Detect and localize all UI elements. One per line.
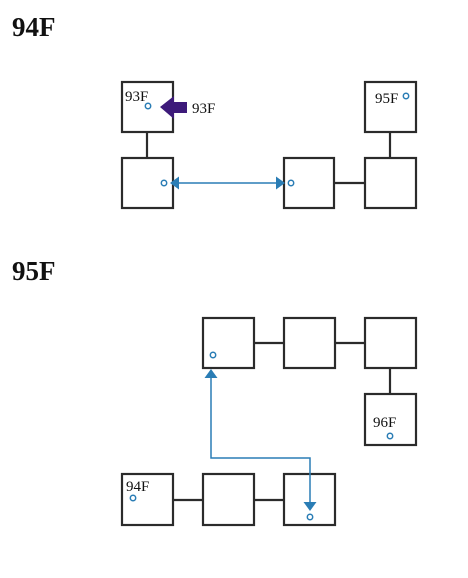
arrow-label-93f: 93F — [192, 101, 215, 117]
section-title-95f: 95F — [12, 256, 56, 286]
location-marker-bottom-right — [306, 513, 314, 521]
room-label-95f: 95F — [375, 91, 398, 107]
transfer-arrow-bidirectional — [170, 176, 285, 190]
arrowhead-up-icon — [204, 369, 218, 378]
location-marker-left — [160, 179, 168, 187]
route-arrow — [204, 369, 317, 511]
room-top-middle — [282, 316, 337, 370]
location-marker-96f — [386, 432, 394, 440]
room-top-left — [201, 316, 256, 370]
room-95f — [363, 80, 418, 134]
location-marker-right — [287, 179, 295, 187]
room-label-96f: 96F — [373, 415, 396, 431]
map-94f: 93F 95F 93F — [120, 80, 418, 210]
room-top-right — [363, 316, 418, 370]
room-label-93f: 93F — [125, 89, 148, 105]
room-label-94f: 94F — [126, 479, 149, 495]
location-marker-top-left — [209, 351, 217, 359]
location-marker-94f — [129, 494, 137, 502]
room-bottom-middle — [201, 472, 256, 527]
arrowhead-left-icon — [170, 176, 179, 190]
section-title-94f: 94F — [12, 12, 56, 42]
room-far-right — [363, 156, 418, 210]
arrowhead-right-icon — [276, 176, 285, 190]
map-95f: 96F 94F — [120, 316, 418, 527]
location-marker-93f — [144, 102, 152, 110]
location-marker-95f — [402, 92, 410, 100]
arrowhead-down-icon — [303, 502, 317, 511]
pointer-arrow-icon — [160, 96, 187, 119]
